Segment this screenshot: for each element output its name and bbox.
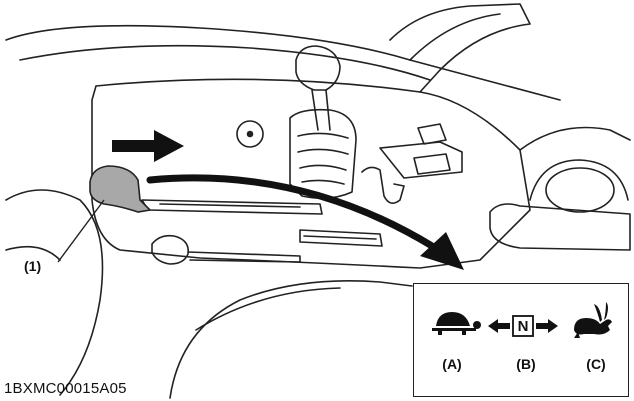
steering-hub (529, 159, 629, 201)
direction-arrow-straight (112, 130, 184, 162)
switch-cluster (379, 141, 463, 179)
gear-boot-folds (297, 132, 349, 185)
direction-arrow-curved (146, 174, 436, 250)
neutral-symbol: N (518, 318, 529, 335)
steering-column-inner (409, 13, 501, 61)
lower-slot (299, 229, 383, 247)
steering-column (389, 3, 531, 93)
indicator-inner (246, 130, 254, 138)
lever-guide-slot (159, 203, 301, 208)
neutral-box-icon (488, 315, 558, 337)
steering-wheel-right (519, 126, 631, 151)
lower-slot-detail (303, 235, 377, 240)
speed-legend-panel: N (A) (B) (C) (413, 283, 629, 397)
switch-top (417, 123, 447, 145)
lower-body (169, 280, 413, 399)
rabbit-icon (574, 302, 612, 338)
figure-code: 1BXMC00015A05 (4, 380, 127, 397)
seat-left-inner (5, 245, 61, 261)
gear-knob (295, 45, 341, 91)
lower-body-2 (195, 287, 341, 331)
lever-1 (89, 165, 152, 213)
callout-label-1: (1) (24, 258, 42, 274)
indicator-outer (236, 120, 264, 148)
dashboard-upper-curve (19, 44, 431, 81)
dashboard-top-edge (5, 24, 561, 101)
dashboard-panel (91, 78, 531, 269)
legend-label-b: (B) (516, 356, 536, 372)
turtle-icon (432, 312, 481, 335)
small-lever (361, 166, 405, 204)
steering-hub-ring (545, 167, 615, 213)
legend-label-a: (A) (442, 356, 462, 372)
direction-arrow-head (420, 232, 464, 270)
right-bar (489, 203, 631, 251)
left-knob-bar (187, 251, 301, 263)
callout-leader (57, 199, 105, 263)
legend-label-c: (C) (586, 356, 606, 372)
switch-bottom (413, 153, 451, 175)
left-knob (151, 234, 190, 265)
seat-left (5, 189, 104, 396)
